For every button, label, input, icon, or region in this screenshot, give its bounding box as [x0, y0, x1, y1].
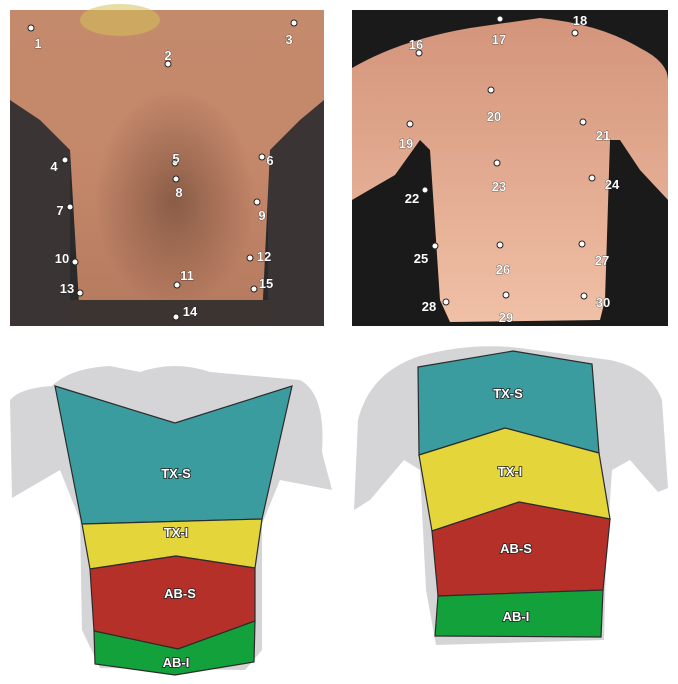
front-point-label-4: 4 — [50, 159, 58, 174]
front-marker-3 — [291, 20, 297, 26]
front-marker-7 — [67, 204, 73, 210]
front-marker-12 — [247, 255, 253, 261]
front-point-label-14: 14 — [183, 304, 198, 319]
front-point-label-2: 2 — [164, 48, 171, 63]
front-waistband — [70, 300, 270, 326]
front-point-label-8: 8 — [175, 185, 182, 200]
front-point-label-6: 6 — [266, 153, 273, 168]
back-diagram: TX-S TX-I AB-S AB-I — [354, 346, 668, 645]
back-photo-panel: 16 17 18 19 20 21 22 23 24 25 26 27 28 29 30 — [352, 10, 668, 326]
back-point-label-16: 16 — [409, 37, 423, 52]
back-point-label-24: 24 — [605, 177, 620, 192]
back-marker-28 — [443, 299, 449, 305]
back-marker-29 — [503, 292, 509, 298]
back-label-ab-i: AB-I — [503, 609, 530, 624]
front-marker-10 — [72, 259, 78, 265]
back-point-label-21: 21 — [596, 128, 610, 143]
front-marker-4 — [62, 157, 68, 163]
back-point-label-23: 23 — [492, 179, 506, 194]
back-point-label-22: 22 — [405, 191, 419, 206]
front-marker-6 — [259, 154, 265, 160]
back-marker-18 — [572, 30, 578, 36]
back-marker-25 — [432, 243, 438, 249]
back-point-label-29: 29 — [499, 310, 513, 325]
front-point-label-3: 3 — [285, 32, 292, 47]
back-marker-19 — [407, 121, 413, 127]
front-point-label-9: 9 — [258, 208, 265, 223]
front-diagram: TX-S TX-I AB-S AB-I — [10, 366, 332, 675]
front-point-label-7: 7 — [56, 203, 63, 218]
front-shirt-collar — [80, 4, 160, 36]
back-marker-20 — [488, 87, 494, 93]
front-label-ab-s: AB-S — [164, 586, 196, 601]
front-marker-9 — [254, 199, 260, 205]
back-point-label-17: 17 — [492, 32, 506, 47]
back-point-label-19: 19 — [399, 136, 413, 151]
front-marker-15 — [251, 286, 257, 292]
front-point-label-5: 5 — [172, 151, 179, 166]
front-label-tx-s: TX-S — [161, 466, 191, 481]
back-label-tx-s: TX-S — [493, 386, 523, 401]
back-marker-26 — [497, 242, 503, 248]
front-point-label-13: 13 — [60, 281, 74, 296]
front-photo-panel: 123456789101112131415 — [10, 4, 324, 326]
front-label-ab-i: AB-I — [163, 655, 190, 670]
back-marker-27 — [579, 241, 585, 247]
back-point-label-26: 26 — [496, 262, 510, 277]
front-marker-13 — [77, 290, 83, 296]
front-point-label-15: 15 — [259, 276, 273, 291]
front-point-label-12: 12 — [257, 249, 271, 264]
back-point-label-27: 27 — [595, 253, 609, 268]
back-marker-23 — [494, 160, 500, 166]
front-point-label-11: 11 — [180, 268, 194, 283]
front-marker-1 — [28, 25, 34, 31]
front-label-tx-i: TX-I — [164, 525, 189, 540]
front-point-label-1: 1 — [34, 36, 41, 51]
front-marker-8 — [173, 176, 179, 182]
back-point-label-20: 20 — [487, 109, 501, 124]
front-chest-hair — [95, 90, 255, 310]
back-marker-21 — [580, 119, 586, 125]
back-marker-22 — [422, 187, 428, 193]
back-point-label-25: 25 — [414, 251, 428, 266]
back-point-label-30: 30 — [596, 295, 610, 310]
front-marker-11 — [174, 282, 180, 288]
back-point-label-28: 28 — [422, 299, 436, 314]
back-marker-17 — [497, 16, 503, 22]
back-point-label-18: 18 — [573, 13, 587, 28]
back-marker-24 — [589, 175, 595, 181]
front-marker-14 — [173, 314, 179, 320]
back-marker-30 — [581, 293, 587, 299]
back-label-ab-s: AB-S — [500, 541, 532, 556]
back-label-tx-i: TX-I — [498, 464, 523, 479]
front-point-label-10: 10 — [55, 251, 69, 266]
